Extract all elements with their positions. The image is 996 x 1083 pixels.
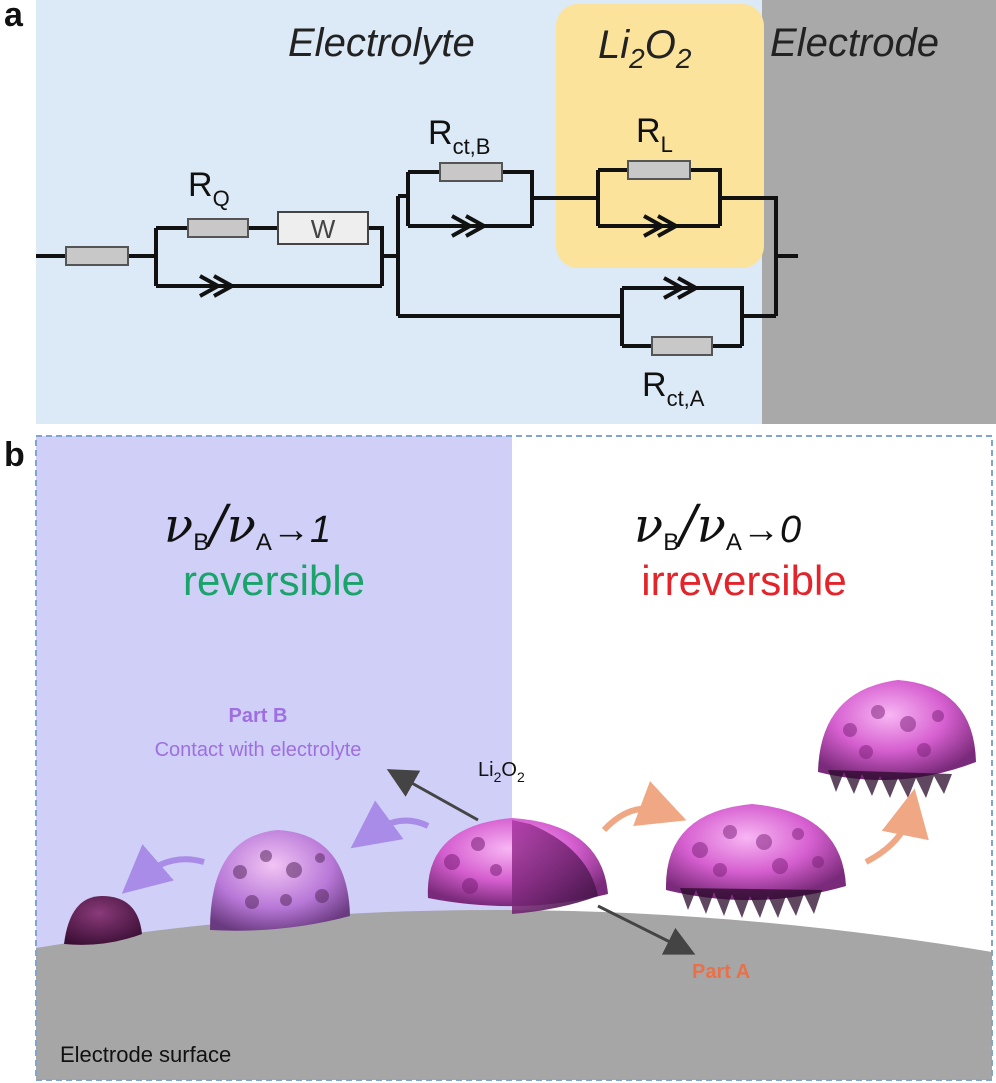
li2o2-region [556,4,764,268]
small-dark-particle [64,896,142,945]
state-reversible: reversible [183,557,365,604]
electrode-surface [36,909,992,1080]
electrode-surface-label: Electrode surface [60,1042,231,1067]
cpe-q [199,274,237,298]
electrode-label: Electrode [770,21,939,65]
panel-a: Electrolyte Li2O2 Electrode [36,0,996,424]
part-a-label: Part A [692,961,750,983]
arrow-purple-2 [121,844,205,894]
li2o2-particle-label: Li2O2 [478,759,525,785]
resistor-q [187,218,249,238]
fracture-teeth [680,888,822,918]
panel-a-letter: a [4,0,23,34]
cut-section [512,820,598,914]
cpe-a [663,276,701,300]
resistor-cta [651,336,713,356]
part-b-description: Contact with electrolyte [155,739,362,761]
arrow-orange-2 [864,788,929,865]
arrow-orange-1 [601,781,687,833]
electrolyte-label: Electrolyte [288,21,475,65]
warburg-element [277,211,369,245]
li2o2-region-label: Li2O2 [598,23,692,74]
ratio-right: νB/νA→0 [634,495,801,556]
label-rctb: Rct,B [428,114,490,159]
label-rcta: Rct,A [642,366,705,411]
detached-teeth [828,770,952,798]
particle-pores-center [444,837,502,894]
cpe-b [451,214,489,238]
panel-b-letter: b [4,436,25,474]
dissolving-particle [210,830,350,931]
ratio-left: νB/νA→1 [164,495,331,556]
pointer-part-a [597,904,696,955]
particle-pores-left [233,850,329,909]
panel-b: νB/νA→1 reversible νB/νA→0 irreversible … [35,435,993,1081]
arrow-purple-1 [350,800,430,849]
particle-pores-detached [843,705,944,759]
state-irreversible: irreversible [641,557,846,604]
part-b-title: Part B [229,705,288,727]
warburg-label: W [311,214,336,244]
fractured-particle [665,804,846,901]
resistor-l [627,160,691,180]
label-rq: RQ [188,166,230,211]
resistor-series [65,246,129,266]
cpe-l [643,214,681,238]
electrode-region [762,0,996,424]
particle-pores-right [692,825,824,877]
detached-particle [818,680,976,780]
resistor-ctb [439,162,503,182]
pointer-part-b [386,769,479,822]
label-rl: RL [636,112,673,157]
